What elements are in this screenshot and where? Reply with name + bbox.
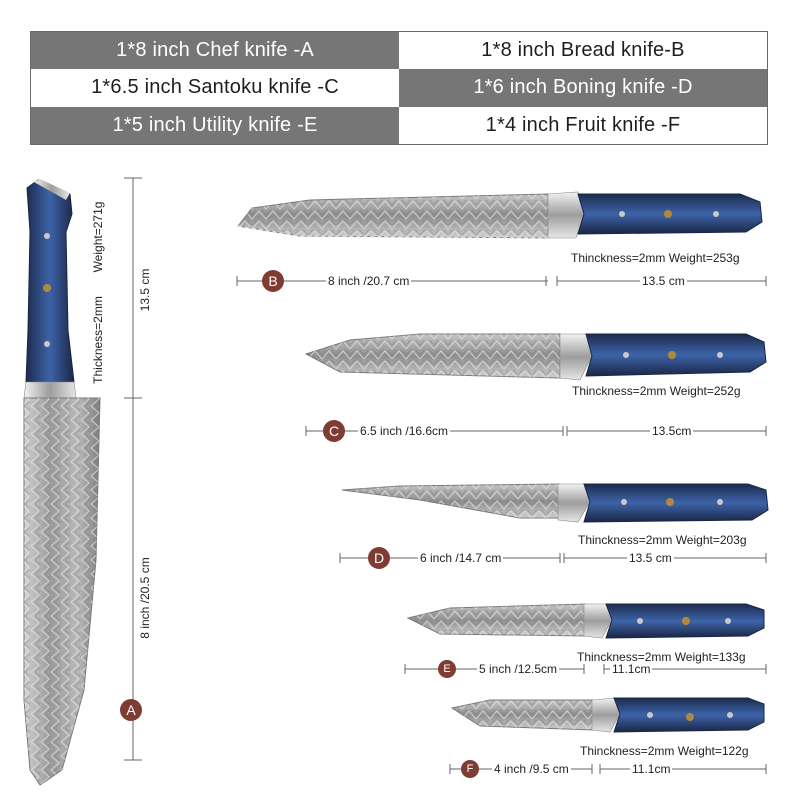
- knife-d-badge: D: [368, 547, 390, 569]
- knife-f: [450, 697, 765, 733]
- knife-b: [237, 191, 763, 239]
- knife-e-badge: E: [438, 660, 456, 678]
- knife-a-handle-length: 13.5 cm: [138, 265, 152, 315]
- knife-c-blade-length: 6.5 inch /16.6cm: [358, 424, 451, 438]
- dimension-a: [124, 177, 142, 761]
- knife-a-weight: Weight=271g: [91, 201, 105, 273]
- knife-f-specs: Thinckness=2mm Weight=122g: [580, 744, 749, 758]
- table-cell-e: 1*5 inch Utility knife -E: [31, 106, 399, 144]
- knife-e-blade-length: 5 inch /12.5cm: [477, 662, 560, 676]
- knife-set-table: 1*8 inch Chef knife -A 1*8 inch Bread kn…: [30, 31, 768, 145]
- table-cell-c: 1*6.5 inch Santoku knife -C: [31, 69, 399, 107]
- knife-c: [304, 333, 767, 381]
- knife-f-blade-length: 4 inch /9.5 cm: [492, 762, 571, 776]
- knife-d-handle-length: 13.5 cm: [627, 551, 674, 565]
- knife-d-blade-length: 6 inch /14.7 cm: [418, 551, 504, 565]
- knife-b-badge: B: [262, 270, 284, 292]
- knife-c-specs: Thinckness=2mm Weight=252g: [572, 384, 741, 398]
- knife-a-badge: A: [120, 699, 142, 721]
- knife-b-handle-length: 13.5 cm: [640, 274, 687, 288]
- knife-d-specs: Thinckness=2mm Weight=203g: [578, 533, 747, 547]
- knife-f-handle-length: 11.1cm: [630, 762, 673, 776]
- knife-b-specs: Thinckness=2mm Weight=253g: [571, 251, 740, 265]
- knife-e-handle-length: 11.1cm: [610, 662, 653, 676]
- table-cell-a: 1*8 inch Chef knife -A: [31, 32, 399, 70]
- knife-a-thickness: Thickness=2mm: [91, 296, 105, 384]
- table-cell-b: 1*8 inch Bread knife-B: [399, 32, 767, 70]
- table-cell-d: 1*6 inch Boning knife -D: [399, 69, 767, 107]
- knife-c-badge: C: [323, 420, 345, 442]
- knife-a: [23, 179, 101, 786]
- table-cell-f: 1*4 inch Fruit knife -F: [399, 106, 767, 144]
- knife-a-blade-length: 8 inch /20.5 cm: [138, 554, 152, 642]
- knife-e: [406, 603, 765, 639]
- knife-c-handle-length: 13.5cm: [650, 424, 694, 438]
- knife-b-blade-length: 8 inch /20.7 cm: [326, 274, 412, 288]
- knife-d: [341, 483, 769, 523]
- knife-f-badge: F: [461, 760, 479, 778]
- knife-e-specs: Thinckness=2mm Weight=133g: [577, 650, 746, 664]
